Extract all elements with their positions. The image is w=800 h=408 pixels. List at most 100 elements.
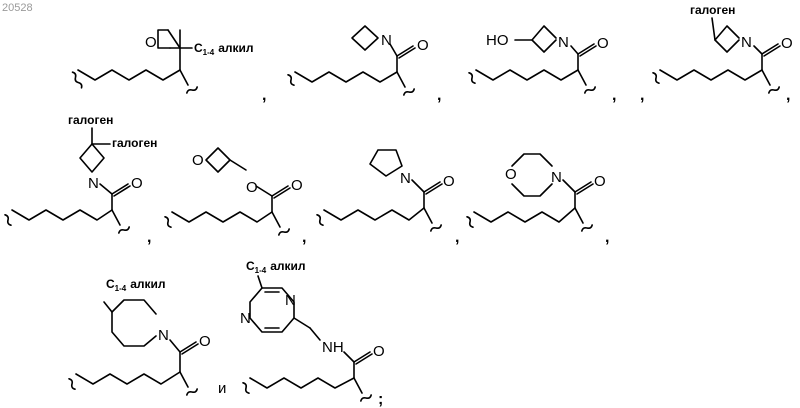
wavy-attachment-mark [287, 74, 296, 86]
bond-line [324, 208, 424, 220]
nitrogen-atom: N [741, 34, 752, 51]
bond-line [170, 340, 180, 352]
bond-line [412, 180, 424, 192]
comma-separator: , [455, 229, 459, 246]
bond-line [563, 180, 575, 192]
bond-line [180, 70, 188, 85]
bond-line [575, 208, 583, 223]
bond-line [258, 276, 262, 288]
bond-line [571, 46, 578, 54]
wavy-attachment-mark [466, 216, 475, 228]
wavy-attachment-mark [164, 216, 173, 228]
oxygen-atom: O [145, 34, 157, 51]
structure-hydroxyazetidine-amide: O N HO , [468, 26, 617, 104]
structure-haloazetidine-amide: , O N галоген , [640, 3, 793, 104]
wavy-attachment-mark [430, 224, 442, 233]
bond-line [578, 70, 586, 85]
bond-line [532, 26, 556, 52]
wavy-attachment-mark [186, 86, 198, 95]
wavy-attachment-mark [118, 226, 130, 235]
nitrogen-atom: N [400, 170, 411, 187]
bond-line [112, 312, 156, 346]
wavy-attachment-mark [68, 378, 77, 390]
wavy-attachment-mark [584, 86, 596, 95]
wavy-attachment-mark [4, 214, 13, 226]
nitrogen-atom: N [381, 32, 392, 49]
comma-separator: , [640, 87, 644, 104]
nitrogen-atom: N [558, 34, 569, 51]
oxygen-atom: O [594, 173, 606, 190]
bond-line [660, 70, 762, 80]
structure-pyrrolidine-amide: N O , [316, 150, 460, 246]
oxygen-atom: O [597, 35, 609, 52]
oxygen-atom: O [781, 35, 793, 52]
bond-line [762, 70, 770, 85]
nitrogen-atom: N [158, 327, 169, 344]
oxygen-atom: O [443, 173, 455, 190]
oxygen-atom: O [192, 152, 204, 169]
bond-line [76, 372, 180, 384]
bond-line [112, 210, 120, 225]
bond-line [476, 70, 578, 80]
bond-line [354, 378, 362, 393]
bond-line [310, 328, 320, 340]
wavy-attachment-mark [403, 88, 415, 97]
nitrogen-atom: N [551, 169, 562, 186]
c14-alkyl-label: C1-4алкил [106, 277, 166, 293]
oxygen-atom: O [417, 37, 429, 54]
wavy-attachment-mark [316, 214, 325, 226]
wavy-attachment-mark [278, 228, 290, 237]
comma-separator: , [262, 87, 266, 104]
structure-oxetanyl-ester: O O O , [164, 148, 307, 246]
wavy-attachment-mark [360, 394, 372, 403]
comma-separator: , [612, 87, 616, 104]
nitrogen-atom: N [285, 292, 296, 309]
bond-line [512, 154, 552, 166]
bond-line [256, 186, 272, 196]
bond-line [754, 46, 762, 54]
amide-nh: NH [322, 339, 344, 356]
wavy-attachment-mark [768, 86, 780, 95]
comma-separator: , [605, 229, 609, 246]
halogen-label: галоген [690, 3, 735, 17]
comma-separator: , [147, 229, 151, 246]
oxygen-atom: O [131, 175, 143, 192]
bond-line [168, 30, 180, 48]
bond-line [715, 26, 739, 52]
halogen-label: галоген [112, 136, 157, 150]
conjunction-and: и [218, 380, 226, 397]
nitrogen-atom: N [88, 175, 99, 192]
hydroxyl-group: HO [486, 32, 509, 49]
c14-alkyl-label: C1-4алкил [246, 259, 306, 275]
wavy-attachment-mark [652, 72, 661, 84]
bond-line [250, 378, 354, 388]
bond-line [712, 18, 715, 40]
bond-line [80, 144, 104, 172]
bond-line [180, 372, 188, 387]
bond-line [424, 208, 432, 223]
bond-line [158, 30, 170, 48]
oxygen-atom: O [291, 177, 303, 194]
bond-line [397, 72, 405, 87]
bond-line [344, 352, 354, 362]
oxygen-atom: O [505, 166, 517, 183]
bond-line [295, 72, 397, 82]
wavy-attachment-mark [186, 388, 198, 397]
bond-line [370, 150, 402, 176]
halogen-label: галоген [68, 113, 113, 127]
structure-morpholine-amide: O N O , [466, 154, 610, 246]
bond-line [112, 300, 156, 314]
bond-line [100, 184, 112, 194]
comma-separator: , [786, 87, 790, 104]
wavy-attachment-mark [242, 382, 251, 394]
oxygen-atom: O [199, 333, 211, 350]
comma-separator: , [437, 87, 441, 104]
comma-separator: , [302, 229, 306, 246]
oxygen-atom: O [373, 343, 385, 360]
bond-line [104, 302, 112, 312]
bond-line [172, 212, 272, 222]
bond-line [352, 26, 378, 50]
bond-line [12, 210, 112, 220]
bond-line [272, 212, 280, 227]
structure-azetidine-amide: O N , [287, 26, 442, 104]
